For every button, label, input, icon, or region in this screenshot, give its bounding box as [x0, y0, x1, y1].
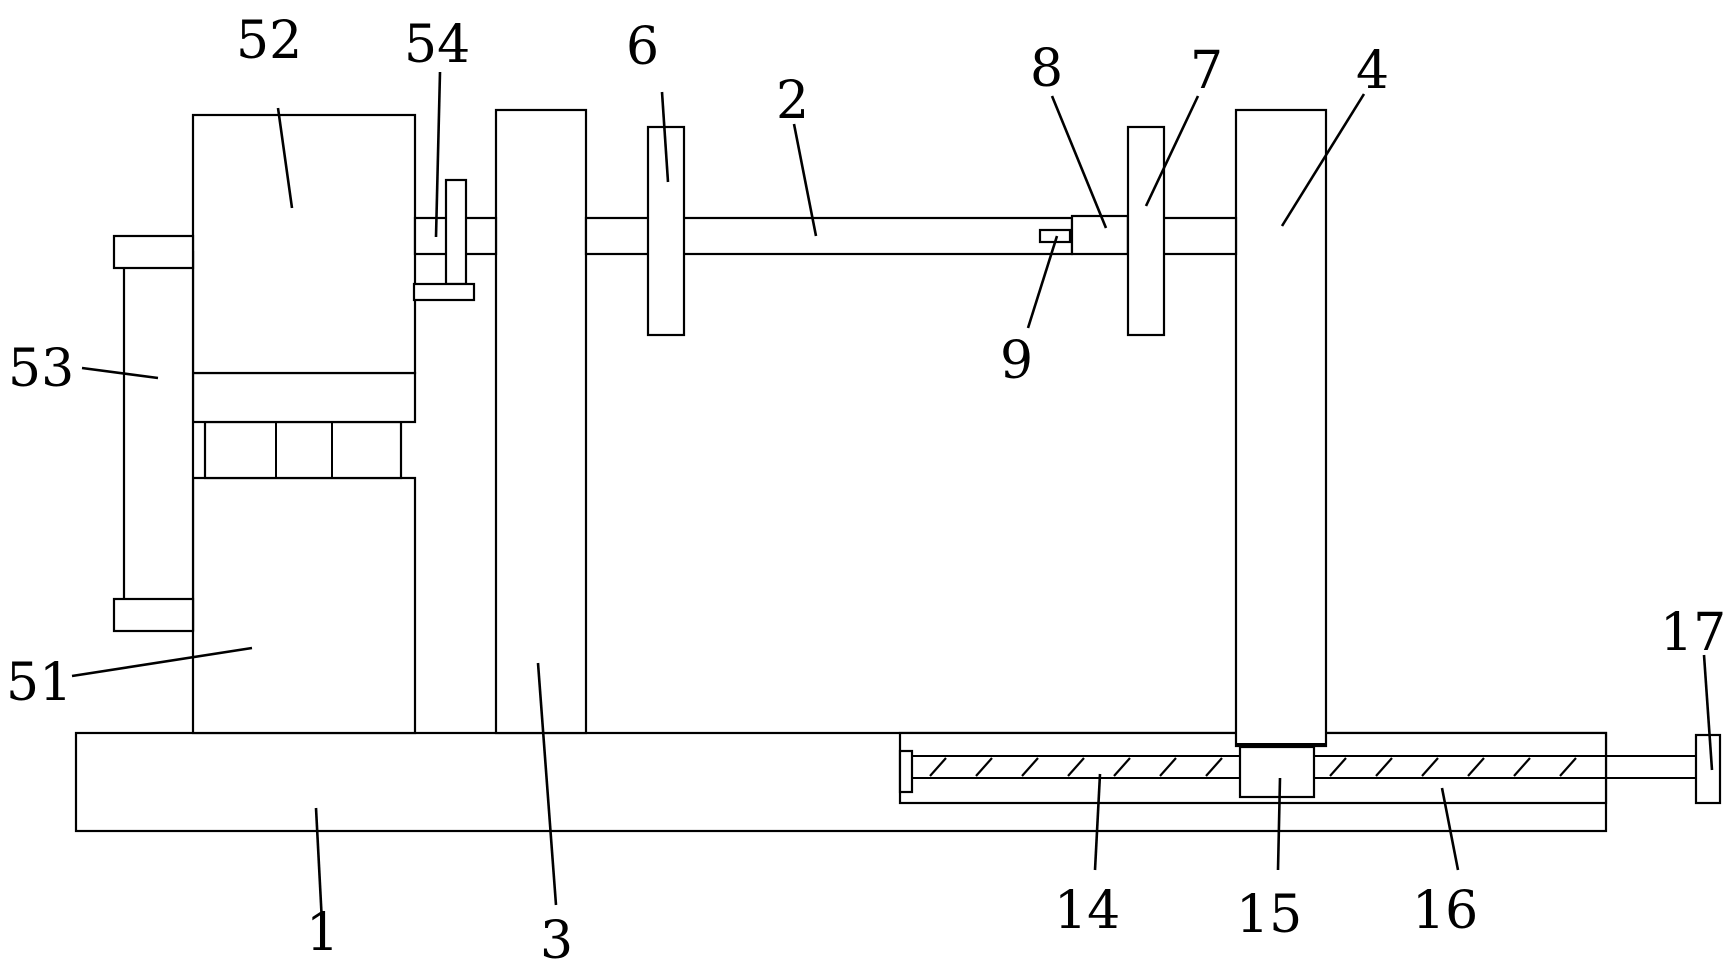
leader-lines: [71, 71, 1714, 924]
motor-lower-band: [191, 371, 417, 424]
label-52: 52: [236, 11, 302, 71]
label-8: 8: [1030, 39, 1063, 99]
screw-thread-hatch: [929, 757, 1577, 777]
label-17: 17: [1660, 603, 1726, 663]
disk-right: [1126, 125, 1166, 337]
label-7: 7: [1190, 41, 1223, 101]
shaft-connector: [1070, 214, 1130, 256]
label-1: 1: [306, 903, 339, 963]
motor-housing: [191, 113, 417, 375]
gear-mount-plate: [412, 282, 476, 302]
motor-spacer: [203, 420, 403, 480]
label-51: 51: [6, 653, 72, 713]
label-6: 6: [626, 17, 659, 77]
label-3: 3: [540, 911, 573, 966]
label-53: 53: [8, 339, 74, 399]
label-9: 9: [1000, 331, 1033, 391]
right-column: [1234, 108, 1328, 748]
label-15: 15: [1236, 885, 1302, 945]
label-14: 14: [1054, 881, 1120, 941]
slider-block: [1238, 745, 1316, 799]
bracket-bottom-tab: [112, 597, 195, 633]
label-4: 4: [1356, 41, 1389, 101]
bracket-top-tab: [112, 234, 195, 270]
drive-gear: [444, 178, 468, 286]
left-column: [494, 108, 588, 735]
side-bracket: [122, 250, 195, 632]
label-54: 54: [404, 15, 470, 75]
label-2: 2: [776, 71, 809, 131]
screw-left-cap: [898, 749, 914, 794]
motor-base-lower: [191, 476, 417, 735]
handle-knob: [1694, 733, 1722, 805]
label-16: 16: [1412, 881, 1478, 941]
